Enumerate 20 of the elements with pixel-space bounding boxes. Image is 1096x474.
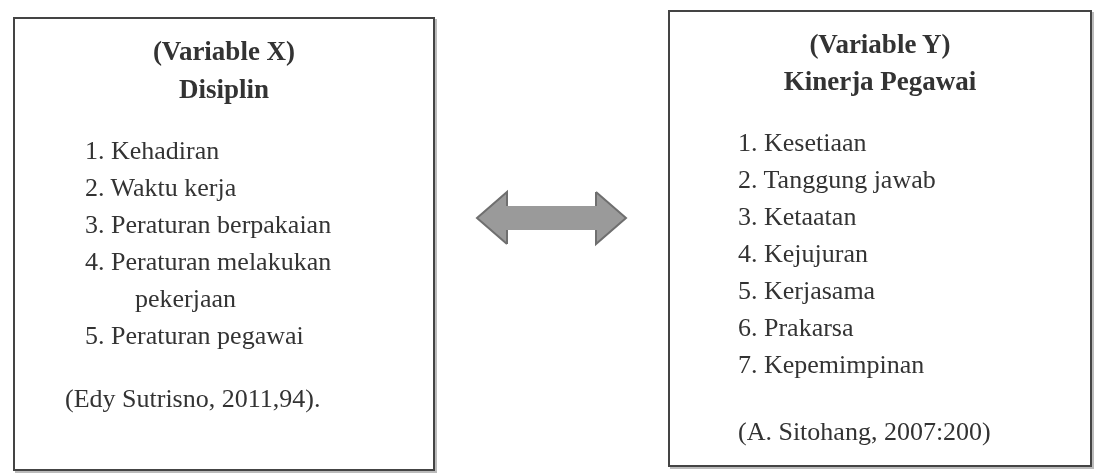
indicator-item: 3. Peraturan berpakaian (85, 209, 333, 241)
indicator-item: 5. Peraturan pegawai (85, 320, 305, 352)
indicator-item: 4. Peraturan melakukan pekerjaan (85, 246, 333, 315)
indicator-item: 2. Tanggung jawab (738, 164, 937, 196)
indicator-item: 6. Prakarsa (738, 312, 855, 344)
indicator-item: 5. Kerjasama (738, 275, 877, 307)
variable-label: (Variable X) (151, 35, 297, 67)
indicator-item: 4. Kejujuran (738, 238, 869, 270)
variable-box (668, 10, 1092, 467)
variable-title: Disiplin (177, 73, 270, 105)
indicator-item: 7. Kepemimpinan (738, 349, 926, 381)
indicator-item: 3. Ketaatan (738, 201, 858, 233)
citation: (A. Sitohang, 2007:200) (738, 417, 991, 447)
variable-box (13, 17, 435, 471)
indicator-item: 1. Kesetiaan (738, 127, 868, 159)
variable-title: Kinerja Pegawai (782, 65, 978, 97)
variable-label: (Variable Y) (808, 28, 952, 60)
indicator-item: 2. Waktu kerja (85, 172, 238, 204)
citation: (Edy Sutrisno, 2011,94). (65, 384, 321, 414)
indicator-item: 1. Kehadiran (85, 135, 221, 167)
